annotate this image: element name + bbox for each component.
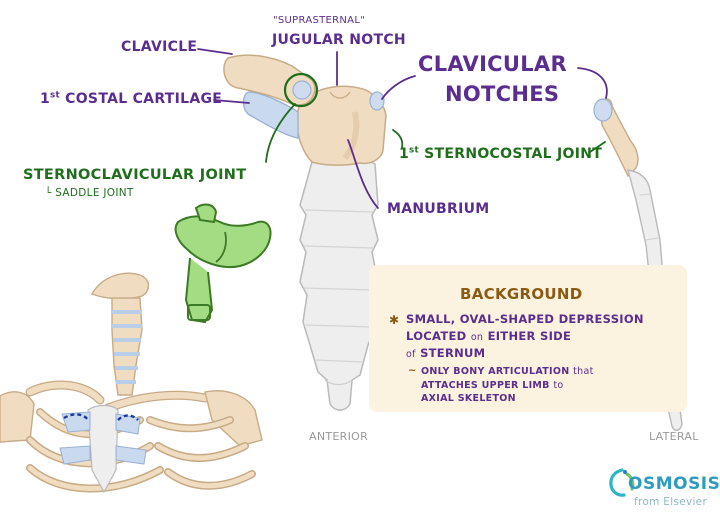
label-costal-cartilage: 1st COSTAL CARTILAGE (40, 91, 222, 107)
sub-bullet-only-bony: ONLY BONY ARTICULATION (421, 366, 570, 377)
label-saddle-joint: SADDLE JOINT (55, 187, 134, 199)
sub-bullet-line-1: ONLY BONY ARTICULATION that (421, 366, 594, 377)
sub-bullet-marker-icon: ~ (408, 365, 417, 376)
clavicular-notch-left (292, 80, 312, 100)
sub-bullet-attaches: ATTACHES UPPER LIMB (421, 380, 550, 391)
label-saddle-joint-wrap: └ SADDLE JOINT (45, 187, 134, 199)
bullet-1-on: on (470, 332, 484, 343)
background-box (369, 265, 687, 412)
sc-joint-circle (283, 72, 319, 108)
label-jugular-notch: JUGULAR NOTCH (272, 32, 406, 48)
label-anterior: ANTERIOR (309, 430, 369, 443)
background-title: BACKGROUND (460, 285, 583, 303)
costal-cartilage-suffix: st (50, 90, 60, 101)
sub-bullet-to: to (553, 380, 564, 391)
bullet-1-marker-icon: ✱ (389, 313, 400, 327)
costal-cartilage-number: 1 (40, 91, 51, 107)
clavicular-notch-right (369, 91, 385, 111)
label-sternocostal-joint: 1st STERNOCOSTAL JOINT (399, 146, 602, 162)
osmosis-logo: OSMOSIS from Elsevier (608, 466, 720, 514)
label-suprasternal: "SUPRASTERNAL" (273, 15, 366, 26)
saddle-joint-bracket-icon: └ (45, 187, 52, 199)
bullet-1-line-1: SMALL, OVAL-SHAPED DEPRESSION (406, 312, 644, 326)
label-sternoclavicular-joint: STERNOCLAVICULAR JOINT (23, 167, 247, 183)
sternocostal-text: STERNOCOSTAL JOINT (424, 146, 603, 162)
label-lateral: LATERAL (649, 430, 699, 443)
sternocostal-number: 1 (399, 146, 410, 162)
bullet-1-located: LOCATED (406, 329, 467, 343)
bullet-1-either-side: EITHER SIDE (487, 329, 572, 343)
leader-lines (197, 48, 608, 209)
sub-bullet-that: that (573, 366, 594, 377)
bullet-1-line-2: LOCATED on EITHER SIDE (406, 329, 571, 343)
label-manubrium: MANUBRIUM (387, 201, 490, 217)
bullet-1-of: of (406, 349, 416, 360)
bullet-1-sternum: STERNUM (420, 346, 486, 360)
sub-bullet-line-2: ATTACHES UPPER LIMB to (421, 380, 563, 391)
osmosis-logo-icon (609, 468, 635, 497)
label-clavicular-notches-line2: NOTCHES (445, 82, 560, 106)
sternocostal-suffix: st (409, 145, 419, 156)
label-clavicular-notches-line1: CLAVICULAR (418, 52, 567, 76)
osmosis-brand: OSMOSIS (628, 474, 720, 494)
sternum-body (299, 156, 379, 411)
osmosis-sub: from Elsevier (634, 496, 708, 508)
bullet-1-line-3: of STERNUM (406, 346, 485, 360)
skeleton-thorax (0, 272, 263, 494)
clavicle (223, 54, 316, 107)
sub-bullet-line-3: AXIAL SKELETON (421, 393, 516, 404)
saddle-icon (174, 203, 272, 324)
label-clavicle: CLAVICLE (121, 39, 198, 55)
costal-cartilage-text: COSTAL CARTILAGE (65, 91, 223, 107)
manubrium (296, 85, 387, 166)
